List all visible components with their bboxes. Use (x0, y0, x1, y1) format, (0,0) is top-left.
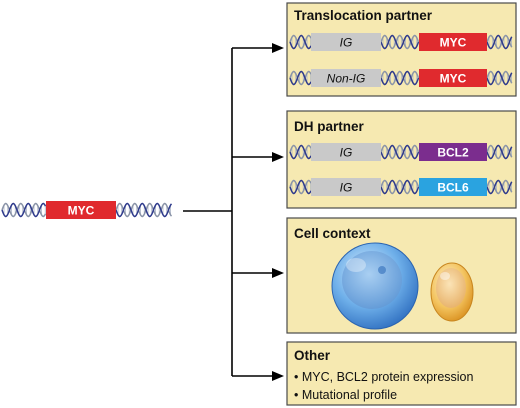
arrow-head-dh-partner (272, 152, 284, 162)
dh-row1-partner-label: IG (340, 146, 353, 160)
other-bullet-2: • Mutational profile (294, 388, 397, 402)
dna-strands (1, 34, 513, 218)
translocation-panel-title: Translocation partner (294, 8, 433, 23)
other-bullet-1: • MYC, BCL2 protein expression (294, 370, 474, 384)
translocation-row1-gene-label: MYC (440, 36, 467, 50)
dna-segment (289, 179, 312, 195)
dna-segment (486, 144, 513, 160)
translocation-row2-gene-label: MYC (440, 72, 467, 86)
dna-segment (486, 70, 513, 86)
dh-row1-gene-label: BCL2 (437, 146, 469, 160)
cell-context-panel-title: Cell context (294, 226, 371, 241)
dna-segment (380, 179, 420, 195)
dh-row1-gene-box (419, 143, 487, 161)
translocation-row1-partner-box (311, 33, 381, 51)
source-myc-label: MYC (68, 204, 95, 218)
dna-segment (289, 70, 312, 86)
dna-segment (380, 34, 420, 50)
dna-segment (380, 70, 420, 86)
dh-row2-partner-label: IG (340, 181, 353, 195)
dna-segment (1, 202, 47, 218)
dna-segment (380, 144, 420, 160)
dna-segment (115, 202, 173, 218)
dna-segment (289, 144, 312, 160)
arrow-head-cell-context (272, 268, 284, 278)
dna-segment (289, 34, 312, 50)
translocation-row1-gene-box (419, 33, 487, 51)
dh-row2-partner-box (311, 178, 381, 196)
small-cell-icon (430, 262, 474, 322)
translocation-row2-partner-label: Non-IG (327, 72, 366, 86)
translocation-row2-gene-box (419, 69, 487, 87)
dh-row2-gene-box (419, 178, 487, 196)
other-panel (286, 341, 517, 406)
dh-partner-panel-title: DH partner (294, 119, 365, 134)
dh-row2-gene-label: BCL6 (437, 181, 469, 195)
other-panel-title: Other (294, 348, 331, 363)
translocation-row2-partner-box (311, 69, 381, 87)
arrow-head-translocation (272, 43, 284, 53)
arrow-head-other (272, 371, 284, 381)
dh-row1-partner-box (311, 143, 381, 161)
dna-segment (486, 179, 513, 195)
source-myc-box (46, 201, 116, 219)
large-cell-icon (331, 242, 419, 330)
dna-segment (486, 34, 513, 50)
translocation-row1-partner-label: IG (340, 36, 353, 50)
